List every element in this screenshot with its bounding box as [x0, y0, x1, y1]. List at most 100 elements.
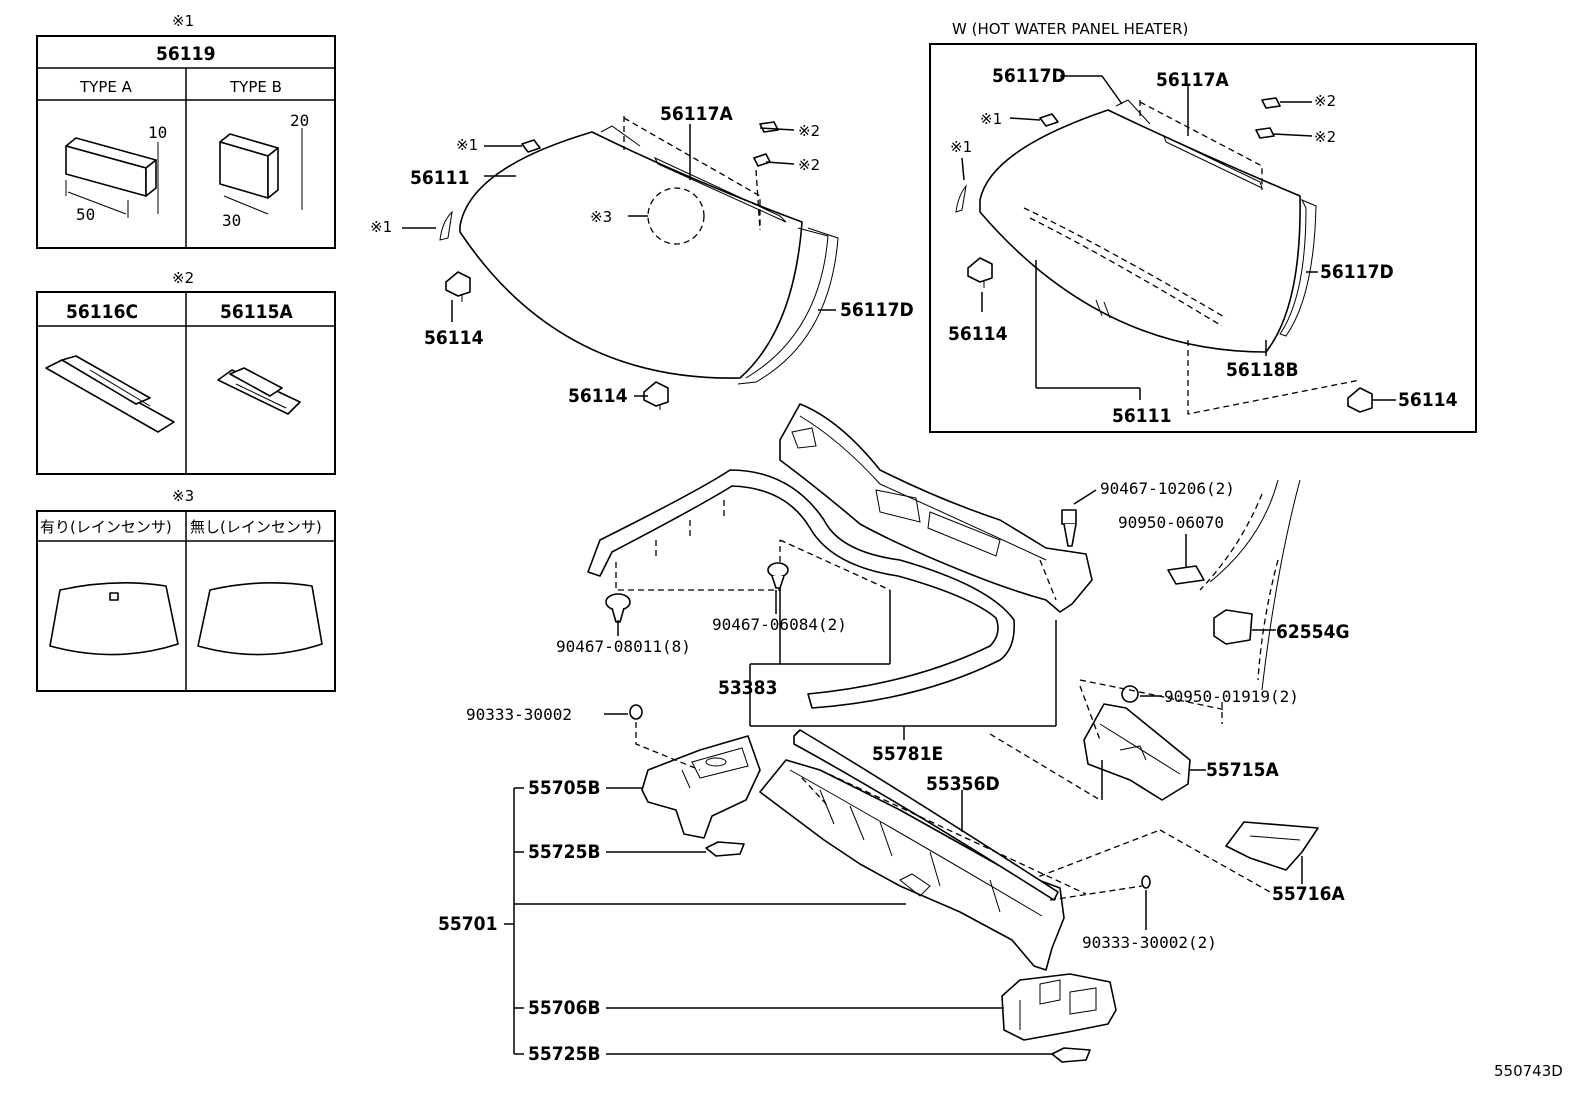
inset1-type-b: TYPE B [229, 78, 282, 96]
heater-marker2-label-a: ※2 [1314, 92, 1336, 110]
seal-62554g-icon [1213, 609, 1253, 645]
heater-label-56114-right: 56114 [1398, 389, 1458, 411]
heater-marker1-label-b: ※1 [950, 138, 972, 156]
label-90333-30002: 90333-30002 [466, 705, 572, 724]
inset2-marker: ※2 [172, 269, 194, 287]
dash-panel-assembly [504, 704, 1151, 1063]
bracket-55705b [641, 735, 761, 839]
label-90467-08011: 90467-08011(8) [556, 637, 691, 656]
inset3-without-sensor: 無し(レインセンサ) [190, 518, 322, 536]
heater-box-frame [929, 43, 1477, 433]
clip-56115a-top-icon [753, 153, 771, 167]
clip-90467-06084-icon [767, 562, 789, 589]
label-56117d: 56117D [840, 299, 914, 321]
label-55781e: 55781E [872, 743, 943, 765]
label-55715a: 55715A [1206, 759, 1279, 781]
label-56117a: 56117A [660, 103, 733, 125]
weatherstrip-53383 [587, 469, 1016, 709]
heated-windshield-glass [979, 109, 1301, 353]
plug-90950-01919-icon [1121, 685, 1139, 703]
inset1-part-number: 56119 [156, 43, 215, 65]
label-56114-bottom: 56114 [568, 385, 628, 407]
fastener-56114-bottom-icon [643, 381, 669, 410]
cowl-weatherstrip-assembly [587, 403, 1097, 740]
type-b-width: 30 [222, 211, 241, 230]
marker2-label-b: ※2 [798, 156, 820, 174]
marker1-label-b: ※1 [370, 218, 392, 236]
label-55725b-bottom: 55725B [528, 1043, 601, 1065]
inset3-with-sensor: 有り(レインセンサ) [40, 518, 172, 536]
heater-label-56117d-top: 56117D [992, 65, 1066, 87]
figure-id: 550743D [1494, 1062, 1563, 1080]
heater-label-56114-left: 56114 [948, 323, 1008, 345]
heater-box-title: W (HOT WATER PANEL HEATER) [952, 20, 1188, 38]
type-b-height: 20 [290, 111, 309, 130]
heater-label-56111: 56111 [1112, 405, 1171, 427]
label-90467-10206: 90467-10206(2) [1100, 479, 1235, 498]
type-b-block-icon [219, 128, 303, 215]
label-56114-left: 56114 [424, 327, 484, 349]
windshield-without-sensor-icon [197, 582, 323, 656]
marker1-label-a: ※1 [456, 136, 478, 154]
clip-56116c-top-icon [759, 121, 779, 133]
heater-label-56117a: 56117A [1156, 69, 1229, 91]
heater-windshield-box: W (HOT WATER PANEL HEATER) [929, 20, 1477, 433]
plug-90333-30002-pair-icon [1141, 875, 1151, 889]
heater-fastener-56114-left-icon [967, 257, 993, 288]
bracket-55706b [1001, 973, 1117, 1041]
label-55705b: 55705B [528, 777, 601, 799]
heater-label-56117d-side: 56117D [1320, 261, 1394, 283]
tape-90950-06070-icon [1167, 565, 1205, 585]
panel-55356d [759, 759, 1065, 971]
plate-55725b-top-icon [705, 841, 745, 857]
label-55716a: 55716A [1272, 883, 1345, 905]
heater-marker2-label-b: ※2 [1314, 128, 1336, 146]
label-53383: 53383 [718, 677, 777, 699]
label-56111: 56111 [410, 167, 469, 189]
inset-clips: ※2 56116C 56115A [36, 269, 336, 475]
cowl-louver-55781e [779, 403, 1093, 613]
label-90950-01919: 90950-01919(2) [1164, 687, 1299, 706]
windshield-assembly [402, 116, 839, 410]
plug-90333-30002-icon [629, 704, 643, 720]
inset-rain-sensor: ※3 有り(レインセンサ) 無し(レインセンサ) [36, 487, 336, 692]
heater-label-56118b: 56118B [1226, 359, 1299, 381]
rain-sensor-icon [109, 592, 119, 601]
marker2-label-a: ※2 [798, 122, 820, 140]
type-a-height: 10 [148, 123, 167, 142]
rain-sensor-area [647, 187, 705, 245]
type-a-block-icon [65, 137, 159, 218]
inset3-marker: ※3 [172, 487, 194, 505]
heater-clip-marker2b-icon [1255, 127, 1275, 139]
clip-90467-08011-icon [605, 593, 631, 623]
clip-56116c-icon [45, 355, 175, 433]
label-55725b-top: 55725B [528, 841, 601, 863]
panel-55356d-top-rail [793, 729, 1059, 901]
inset-56119: ※1 56119 TYPE A TYPE B 10 50 20 30 [36, 12, 336, 249]
windshield-glass [459, 131, 803, 379]
inset1-type-a: TYPE A [79, 78, 133, 96]
windshield-with-sensor-icon [49, 582, 179, 656]
marker3-label: ※3 [590, 208, 612, 226]
label-90333-30002-pair: 90333-30002(2) [1082, 933, 1217, 952]
heater-clip-marker2a-icon [1261, 97, 1281, 109]
heater-clip-marker1-icon [1039, 113, 1059, 127]
label-55701: 55701 [438, 913, 497, 935]
type-a-width: 50 [76, 205, 95, 224]
inset2-left-part: 56116C [66, 301, 138, 323]
inset1-marker: ※1 [172, 12, 194, 30]
bracket-55716a [1225, 821, 1319, 871]
label-55706b: 55706B [528, 997, 601, 1019]
label-55356d: 55356D [926, 773, 1000, 795]
clip-90467-10206-icon [1061, 509, 1077, 547]
heater-fastener-56114-right-icon [1347, 387, 1373, 413]
clip-56115a-icon [217, 367, 301, 415]
bracket-55715a [1083, 703, 1191, 801]
fastener-56114-left-icon [445, 271, 471, 302]
plate-55725b-bottom-icon [1051, 1047, 1091, 1063]
marker1-clip-icon [521, 139, 541, 153]
body-edge-area [989, 479, 1319, 893]
label-90950-06070: 90950-06070 [1118, 513, 1224, 532]
heater-marker1-label-a: ※1 [980, 110, 1002, 128]
